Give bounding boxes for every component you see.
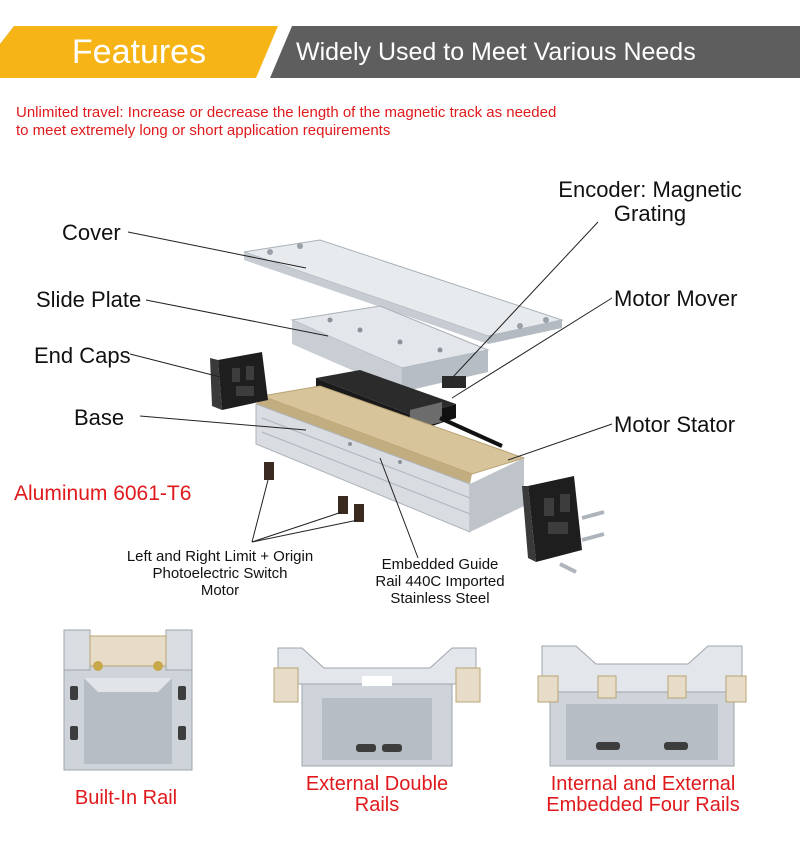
intro-line-1: Unlimited travel: Increase or decrease t… xyxy=(16,104,557,121)
intro-line-2: to meet extremely long or short applicat… xyxy=(16,122,391,139)
label-switch-line-3: Motor xyxy=(200,582,240,599)
variant-four-rails-image xyxy=(537,645,747,767)
label-photoelectric-switch: Left and Right Limit + Origin Photoelect… xyxy=(100,548,340,599)
cover-plate xyxy=(243,239,564,344)
page-subtitle: Widely Used to Meet Various Needs xyxy=(296,38,696,66)
end-cap-right xyxy=(522,476,605,574)
label-guide-line-1: Embedded Guide xyxy=(381,556,499,573)
label-motor-stator: Motor Stator xyxy=(614,412,736,437)
label-aluminum: Aluminum 6061-T6 xyxy=(14,482,192,505)
variant-external-double-image xyxy=(273,647,481,767)
label-switch-line-2: Photoelectric Switch xyxy=(152,565,288,582)
intro-text: Unlimited travel: Increase or decrease t… xyxy=(16,104,656,140)
label-slide-plate: Slide Plate xyxy=(36,287,142,312)
base xyxy=(255,385,526,533)
label-guide-rail: Embedded Guide Rail 440C Imported Stainl… xyxy=(350,556,530,607)
label-encoder-line-1: Encoder: Magnetic xyxy=(558,177,742,202)
end-cap-left xyxy=(210,352,268,410)
photoelectric-switches xyxy=(264,462,364,522)
page-title: Features xyxy=(71,33,207,71)
variant-caption-line-1: External Double xyxy=(305,773,449,795)
variant-caption-line-1: Built-In Rail xyxy=(74,787,178,809)
label-guide-line-2: Rail 440C Imported xyxy=(375,573,505,590)
variant-caption-line-2: Rails xyxy=(354,794,400,816)
label-cover: Cover xyxy=(62,220,121,245)
variant-caption-four-rails: Internal and External Embedded Four Rail… xyxy=(520,774,766,816)
label-encoder: Encoder: Magnetic Grating xyxy=(530,178,770,226)
label-motor-mover: Motor Mover xyxy=(614,286,738,311)
leader-lines xyxy=(127,221,613,559)
variant-caption-built-in-rail: Built-In Rail xyxy=(46,788,206,809)
label-base: Base xyxy=(74,405,125,430)
motor-cable xyxy=(439,416,503,448)
encoder-head xyxy=(442,376,466,388)
label-end-caps: End Caps xyxy=(34,343,131,368)
variant-built-in-rail-image xyxy=(63,629,193,771)
header-banner xyxy=(0,26,800,78)
variant-caption-external-double: External Double Rails xyxy=(270,774,484,816)
label-guide-line-3: Stainless Steel xyxy=(390,590,490,607)
label-encoder-line-2: Grating xyxy=(613,201,687,226)
variant-caption-line-1: Internal and External xyxy=(550,773,736,795)
label-switch-line-1: Left and Right Limit + Origin xyxy=(126,548,314,565)
exploded-diagram xyxy=(127,221,613,574)
slide-plate xyxy=(290,305,490,392)
variant-caption-line-2: Embedded Four Rails xyxy=(546,794,740,816)
